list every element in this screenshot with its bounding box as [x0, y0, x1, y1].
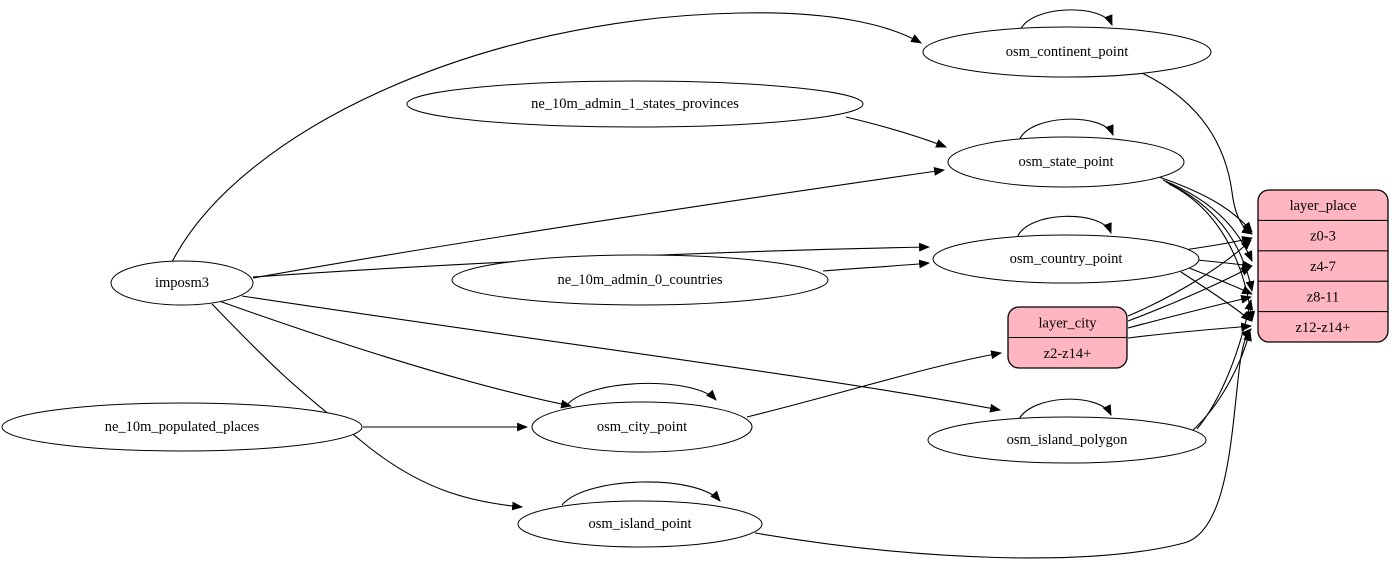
table-label: osm_island_polygon — [1007, 432, 1129, 448]
node-ne_10m_admin_1_states_provinces: ne_10m_admin_1_states_provinces — [406, 80, 864, 128]
self-loop-edge — [1016, 215, 1112, 239]
edge — [1183, 236, 1254, 251]
node-osm_country_point: osm_country_point — [932, 234, 1200, 284]
table-label: ne_10m_populated_places — [105, 419, 260, 435]
node-osm_city_point: osm_city_point — [531, 401, 753, 453]
edge — [171, 12, 922, 263]
edge — [252, 167, 946, 279]
zoom-row-z8-11: z8-11 — [1307, 289, 1339, 305]
table-ellipse — [110, 260, 254, 306]
edge — [1196, 298, 1254, 430]
table-label: osm_island_point — [588, 516, 691, 532]
edges — [171, 9, 1256, 559]
table-label: osm_country_point — [1010, 251, 1123, 267]
node-layer_city: layer_city z2-z14+ — [1007, 306, 1128, 369]
table-label: osm_city_point — [597, 419, 687, 435]
edge — [845, 116, 948, 148]
table-label: ne_10m_admin_1_states_provinces — [531, 96, 739, 112]
node-osm_island_point: osm_island_point — [517, 500, 763, 548]
edge — [822, 259, 931, 272]
table-label: imposm3 — [155, 275, 209, 291]
table-nodes: imposm3 ne_10m_admin_1_states_provincesne… — [1, 26, 1212, 548]
table-ellipse — [517, 500, 763, 548]
layer-nodes: layer_place z0-3 z4-7 z8-11 z12-z14+ layer_ci… — [1007, 189, 1389, 369]
self-loop-edge — [1018, 118, 1114, 142]
zoom-row-z12-z14+: z12-z14+ — [1296, 320, 1351, 336]
edge — [1127, 295, 1253, 329]
table-ellipse — [927, 416, 1207, 464]
node-ne_10m_admin_0_countries: ne_10m_admin_0_countries — [451, 254, 829, 306]
edge — [1127, 266, 1252, 322]
node-layer_place: layer_place z0-3 z4-7 z8-11 z12-z14+ — [1257, 189, 1389, 343]
edge — [211, 303, 524, 511]
self-loop-edge — [1017, 398, 1112, 422]
table-ellipse — [531, 401, 753, 453]
node-osm_state_point: osm_state_point — [947, 136, 1185, 188]
edge — [1158, 176, 1253, 233]
table-ellipse — [451, 254, 829, 306]
edge — [754, 328, 1252, 559]
edge — [241, 295, 1002, 413]
edge — [1127, 239, 1252, 317]
table-ellipse — [1, 402, 363, 452]
zoom-row-z0-3: z0-3 — [1310, 229, 1336, 245]
table-label: osm_state_point — [1018, 154, 1113, 170]
self-loop-edge — [1019, 9, 1113, 32]
self-loop-edge — [561, 481, 721, 506]
node-osm_continent_point: osm_continent_point — [922, 26, 1212, 78]
zoom-row-z4-7: z4-7 — [1310, 259, 1336, 275]
edge — [1188, 267, 1253, 295]
table-ellipse — [406, 80, 864, 128]
table-label: ne_10m_admin_0_countries — [557, 272, 722, 288]
layer-title: layer_city — [1039, 315, 1098, 331]
table-ellipse — [947, 136, 1185, 188]
edge — [1165, 181, 1255, 293]
layer-title: layer_place — [1290, 198, 1357, 214]
edge — [746, 350, 1003, 418]
table-label: osm_continent_point — [1006, 44, 1128, 60]
node-ne_10m_populated_places: ne_10m_populated_places — [1, 402, 363, 452]
edge — [1127, 322, 1253, 339]
node-osm_island_polygon: osm_island_polygon — [927, 416, 1207, 464]
table-ellipse — [932, 234, 1200, 284]
edge — [218, 300, 573, 409]
edge — [1139, 71, 1253, 235]
edge — [1180, 271, 1252, 322]
node-imposm3: imposm3 — [110, 260, 254, 306]
self-loop-edge — [565, 382, 717, 407]
edge — [1162, 179, 1253, 263]
edge — [1196, 259, 1254, 270]
zoom-row-z2-z14+: z2-z14+ — [1044, 346, 1092, 362]
table-ellipse — [922, 26, 1212, 78]
edge — [1190, 329, 1252, 433]
layer-box — [1257, 189, 1389, 343]
